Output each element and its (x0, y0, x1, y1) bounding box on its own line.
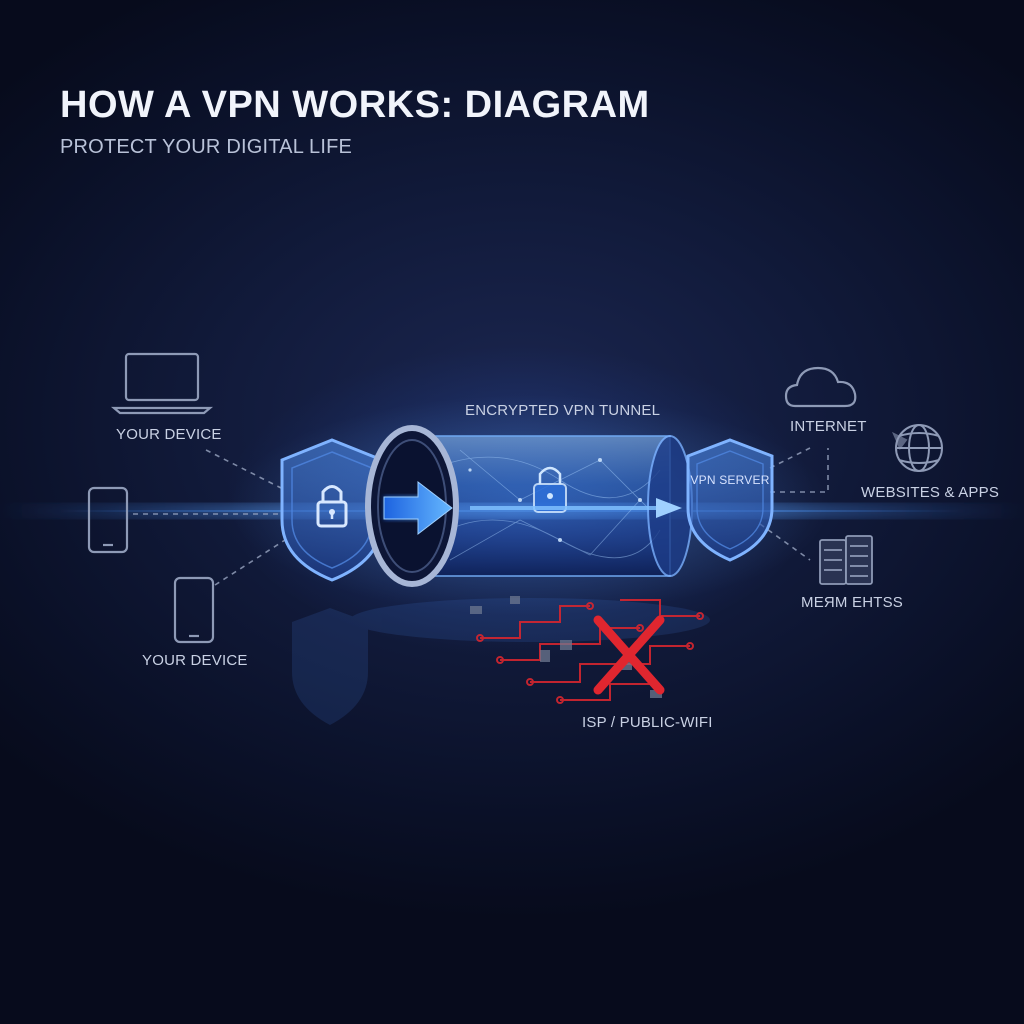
shield-lock-icon (280, 438, 384, 582)
floor-reflection (292, 598, 710, 725)
websites-label: WEBSITES & APPS (861, 484, 1000, 501)
smartphone-icon (87, 486, 129, 554)
page-title: HOW A VPN WORKS: DIAGRAM (60, 84, 650, 126)
tunnel-label: ENCRYPTED VPN TUNNEL (465, 402, 661, 419)
internet-label: INTERNET (790, 418, 867, 435)
globe-icon (892, 424, 943, 472)
left-connectors (133, 449, 286, 586)
arrow-right-icon (383, 480, 453, 536)
servers-label: MEЯM EHTSS (801, 594, 904, 611)
blocked-x-icon (593, 615, 665, 695)
vpn-server-shield (686, 438, 774, 562)
device-label-bottom: YOUR DEVICE (142, 652, 248, 669)
page-subtitle: PROTECT YOUR DIGITAL LIFE (60, 136, 353, 158)
lock-icon (533, 466, 567, 513)
tablet-icon (173, 576, 215, 644)
vpn-server-label: VPN SERVER (690, 473, 770, 487)
data-stream-arrow (470, 498, 682, 518)
cloud-icon (784, 366, 857, 408)
laptop-icon (110, 352, 214, 415)
device-label-top: YOUR DEVICE (116, 426, 222, 443)
isp-label: ISP / PUBLIC-WIFI (582, 714, 713, 731)
server-rack-icon (819, 535, 873, 585)
